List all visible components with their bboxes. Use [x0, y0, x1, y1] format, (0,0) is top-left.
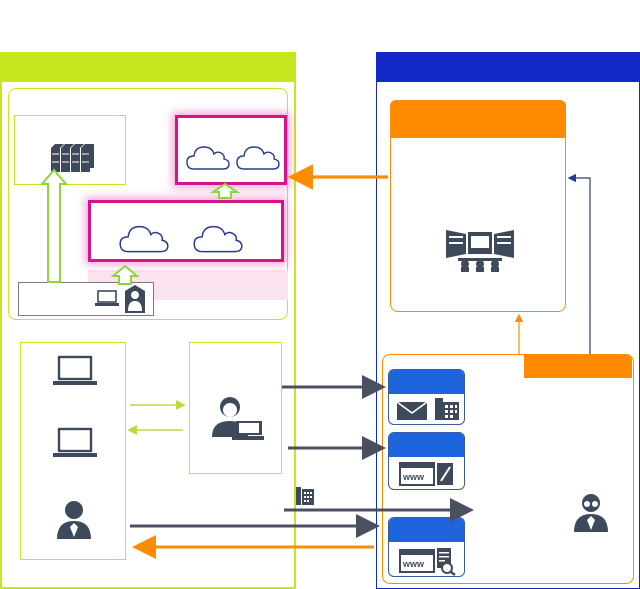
server-box — [14, 115, 126, 185]
mail-fax-icon — [396, 398, 459, 420]
user-icon — [57, 501, 91, 539]
arrow-services-to-monitoring — [567, 173, 591, 354]
control-room-icon — [446, 230, 514, 272]
user-devices-box — [20, 342, 126, 560]
laptop-icon — [53, 427, 97, 457]
services-group-header — [524, 354, 632, 378]
monitoring-box-header — [390, 100, 566, 138]
cloud-icon — [119, 225, 169, 253]
svg-text:www: www — [402, 472, 425, 482]
operator-box — [189, 342, 282, 474]
svg-text:www: www — [402, 559, 425, 569]
admin-strip — [18, 282, 154, 316]
cloud-box-lower — [88, 200, 284, 262]
laptop-icon — [53, 355, 97, 385]
server-rack-icon — [51, 144, 94, 172]
hollow-up-arrows — [39, 168, 241, 285]
admin-laptop-icon — [95, 290, 119, 306]
user-laptop-icon — [212, 397, 264, 440]
cloud-icon — [186, 146, 230, 170]
user-icon — [125, 285, 145, 313]
left-header — [0, 52, 296, 82]
user-glasses-icon — [574, 494, 608, 532]
cloud-box-top — [175, 115, 287, 185]
web-edit-icon: www — [399, 462, 453, 486]
right-header — [376, 52, 640, 82]
service-web-search: www — [388, 517, 465, 577]
service-mail-fax — [388, 369, 465, 425]
web-search-icon: www — [399, 548, 456, 576]
cloud-icon — [193, 225, 243, 253]
service-web-form: www — [388, 432, 465, 490]
cloud-icon — [236, 146, 280, 170]
phone-icon — [296, 487, 314, 505]
left-panel — [0, 52, 296, 589]
